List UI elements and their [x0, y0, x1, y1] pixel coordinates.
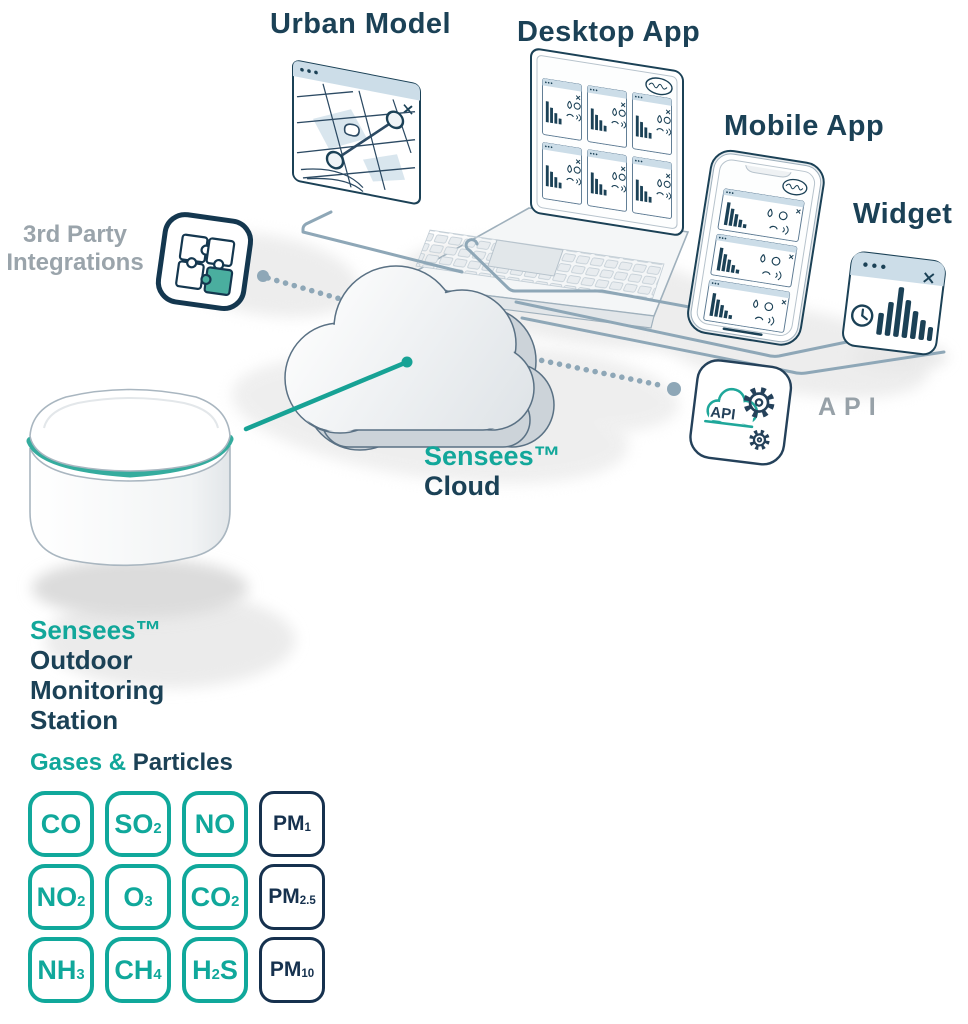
widget-window: [842, 251, 946, 356]
third-party-icon: [155, 212, 254, 312]
window-dots: [863, 262, 886, 270]
urban-model-window: [292, 60, 421, 205]
laptop-screen: [530, 48, 684, 236]
station-label: Sensees™ Outdoor Monitoring Station: [30, 615, 165, 735]
clock-icon: [850, 304, 874, 327]
sensees-cloud-shape: [284, 265, 555, 451]
map-marker: [325, 150, 345, 170]
sensor-chip-co: CO: [28, 791, 94, 857]
sensor-chip-no: NO: [182, 791, 248, 857]
urban-model-label: Urban Model: [270, 8, 452, 40]
monitoring-station-device: [26, 388, 248, 618]
gases-particles-heading: Gases & Particles: [30, 749, 233, 777]
cloud-word: Cloud: [424, 471, 501, 501]
map-marker: [385, 110, 405, 130]
mobile-app-device: [687, 149, 825, 346]
station-brand: Sensees™: [30, 615, 162, 645]
desktop-app-device: [390, 48, 690, 329]
station-cloud-link: [243, 356, 413, 432]
api-label: API: [818, 393, 884, 421]
map: [296, 83, 416, 193]
cloud-label: Sensees™ Cloud: [424, 441, 561, 501]
cloud-brand: Sensees™: [424, 441, 561, 471]
gear-icon: [749, 429, 770, 451]
laptop-trackpad: [487, 239, 564, 277]
home-indicator: [722, 327, 763, 336]
widget-bar-chart: [876, 287, 934, 342]
puzzle-icon: [175, 233, 236, 297]
third-party-label: 3rd Party Integrations: [6, 221, 144, 276]
window-dots: [300, 67, 318, 75]
gear-icon: [743, 387, 775, 419]
sensees-logo: [645, 77, 673, 96]
api-icon: API: [689, 359, 793, 466]
close-icon[interactable]: [923, 272, 935, 284]
api-icon-text: API: [709, 404, 736, 424]
gases-heading: Gases &: [30, 749, 127, 776]
particles-heading: Particles: [132, 749, 233, 776]
mobile-app-label: Mobile App: [724, 110, 885, 142]
desktop-app-label: Desktop App: [517, 16, 701, 48]
widget-label: Widget: [853, 198, 953, 230]
